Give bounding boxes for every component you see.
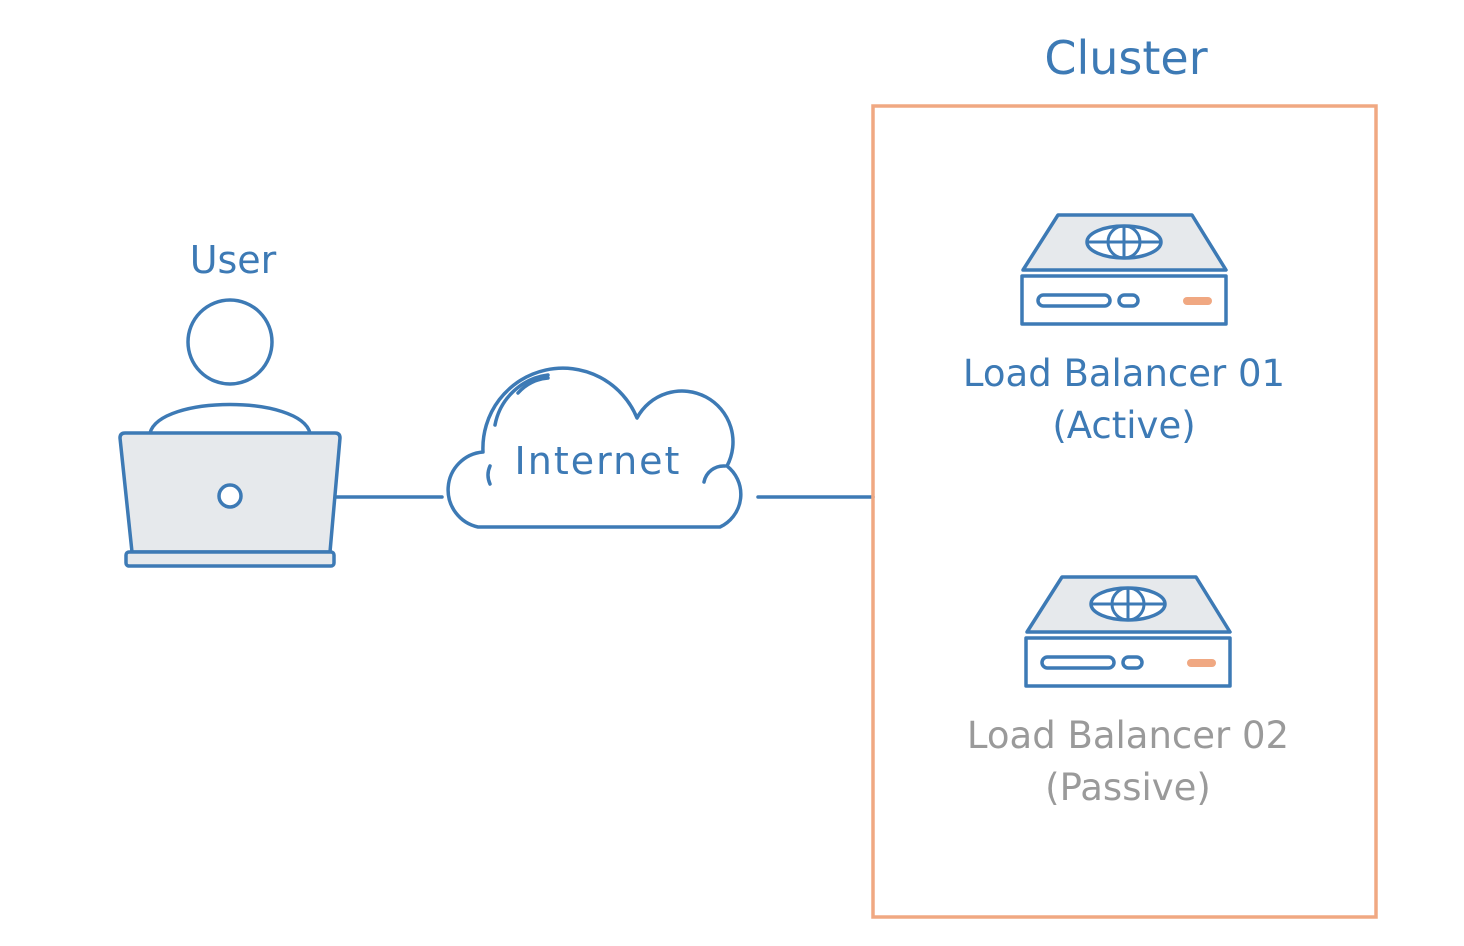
status-indicator [1183,297,1212,305]
cloud-icon [446,366,743,529]
cluster-title: Cluster [1044,31,1207,85]
load-balancer-01-name: Load Balancer 01 [963,352,1285,395]
globe-icon [1085,224,1163,260]
cluster-border [871,104,1378,919]
user-icon [148,298,312,435]
internet-node: Internet [446,366,743,529]
laptop-base [124,550,336,568]
laptop-logo-icon [217,483,243,509]
load-balancer-02-state: (Passive) [1045,766,1211,809]
cluster-group: Cluster Load Balancer 01 (Active) [871,31,1378,919]
laptop-icon [118,431,342,568]
load-balancer-02-name: Load Balancer 02 [967,714,1289,757]
user-node: User [118,238,342,568]
load-balancer-01: Load Balancer 01 (Active) [963,213,1285,447]
internet-label: Internet [515,439,682,483]
load-balancer-01-state: (Active) [1052,404,1195,447]
load-balancer-02: Load Balancer 02 (Passive) [967,575,1289,809]
user-label: User [190,238,277,282]
globe-icon [1089,586,1167,622]
status-indicator [1187,659,1216,667]
